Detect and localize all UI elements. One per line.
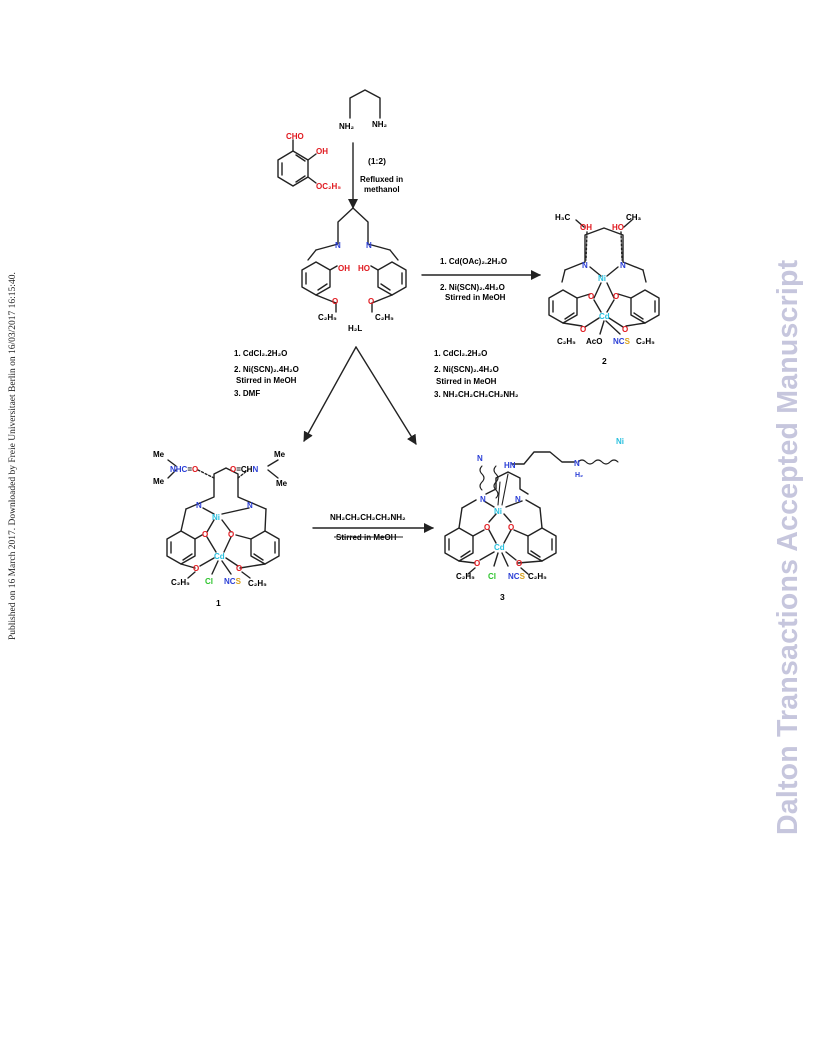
c3-ncs: NCS [508,572,526,581]
c3-ni: Ni [494,507,502,516]
route2-reagent-1: 1. Cd(OAc)₂.2H₂O [440,257,507,266]
c1-me-1: Me [153,450,165,459]
route3-reagent-1: 1. CdCl₂.2H₂O [434,349,487,358]
compound-3-structure [444,451,619,575]
step1-ratio: (1:2) [368,156,386,166]
c2-c2h5-right: C₂H₅ [636,337,655,346]
ligand-n-right: N [366,241,372,250]
route1-reagent-1: 1. CdCl₂.2H₂O [234,349,287,358]
route2-reagent-2: 2. Ni(SCN)₂.4H₂O [440,283,505,292]
diaminopropane [349,89,381,119]
c1-o-ethoxy-right: O [236,564,242,573]
c2-ho: HO [612,223,624,232]
c1-c2h5-right: C₂H₅ [248,579,267,588]
c2-o-right: O [613,292,619,301]
route1-reagent-3: 3. DMF [234,389,260,398]
route1-condition: Stirred in MeOH [236,376,297,385]
compound-1-label: 1 [216,598,221,608]
ligand-h2l [301,207,407,313]
route2-condition: Stirred in MeOH [445,293,506,302]
c2-ncs: NCS [613,337,631,346]
ligand-ho: HO [358,264,370,273]
compound-3-label: 3 [500,592,505,602]
c2-n-right: N [620,261,626,270]
c1-me-4: Me [276,479,288,488]
atom-nh2-right: NH₂ [372,120,388,129]
atom-oh: OH [316,147,328,156]
c1-ncs: NCS [224,577,242,586]
atom-cho: CHO [286,132,304,141]
c3-o-left: O [484,523,490,532]
c2-o-ethoxy-right: O [622,325,628,334]
route1-reagent-2: 2. Ni(SCN)₂.4H₂O [234,365,299,374]
step1-condition-2: methanol [364,185,400,194]
atom-oc2h5: OC₂H₅ [316,182,341,191]
c2-o-ethoxy-left: O [580,325,586,334]
c3-h2: H₂ [575,472,583,479]
c2-oh: OH [580,223,592,232]
c1-dmf-right: O=CHN [230,465,258,474]
step1-condition-1: Refluxed in [360,175,403,184]
ligand-c2h5-right: C₂H₅ [375,313,394,322]
c2-o-left: O [588,292,594,301]
ligand-o-left: O [332,297,338,306]
c3-n-top: N [477,454,483,463]
arrow-to-compound-1 [303,346,357,442]
c1-me-2: Me [153,477,165,486]
c2-ch3: CH₃ [626,213,642,222]
c1-cl: Cl [205,577,213,586]
c1-o-left: O [202,530,208,539]
c3-c2h5-right: C₂H₅ [528,572,547,581]
c1-o-right: O [228,530,234,539]
ligand-n-left: N [335,241,341,250]
route13-condition: Stirred in MeOH [336,533,397,542]
c2-ni: Ni [598,274,606,283]
route3-reagent-2: 2. Ni(SCN)₂.4H₂O [434,365,499,374]
c1-o-ethoxy-left: O [193,564,199,573]
c3-o-ethoxy-right: O [516,559,522,568]
c3-o-right: O [508,523,514,532]
arrow-to-compound-3 [355,346,417,445]
c2-n-left: N [582,261,588,270]
route3-reagent-3: 3. NH₂CH₂CH₂CH₂NH₂ [434,390,519,399]
c3-c2h5-left: C₂H₅ [456,572,475,581]
route13-reagent: NH₂CH₂CH₂CH₂NH₂ [330,513,406,522]
c1-n-right: N [247,501,253,510]
compound-1-structure [166,459,280,579]
c1-ni: Ni [212,513,220,522]
c2-cd: Cd [599,312,610,321]
c3-n-right: N [515,495,521,504]
c1-c2h5-left: C₂H₅ [171,578,190,587]
c3-hn: HN [504,461,516,470]
ligand-oh: OH [338,264,350,273]
c1-dmf-left: NHC=O [170,465,198,474]
route3-condition: Stirred in MeOH [436,377,497,386]
c3-n-left: N [480,495,486,504]
c1-me-3: Me [274,450,286,459]
c3-cl: Cl [488,572,496,581]
c3-cd: Cd [494,543,505,552]
c3-n-chain: N [574,459,580,468]
compound-2-structure [548,219,660,335]
ligand-o-right: O [368,297,374,306]
ligand-label: H₂L [348,324,362,333]
c1-cd: Cd [214,552,225,561]
c2-aco: AcO [586,337,602,346]
c2-h3c: H₃C [555,213,570,222]
c2-c2h5-left: C₂H₅ [557,337,576,346]
ethoxysalicylaldehyde [277,139,317,187]
compound-2-label: 2 [602,356,607,366]
atom-nh2-left: NH₂ [339,122,355,131]
c1-n-left: N [196,501,202,510]
c3-ni-bridge: Ni [616,437,624,446]
c3-o-ethoxy-left: O [474,559,480,568]
ligand-c2h5-left: C₂H₅ [318,313,337,322]
